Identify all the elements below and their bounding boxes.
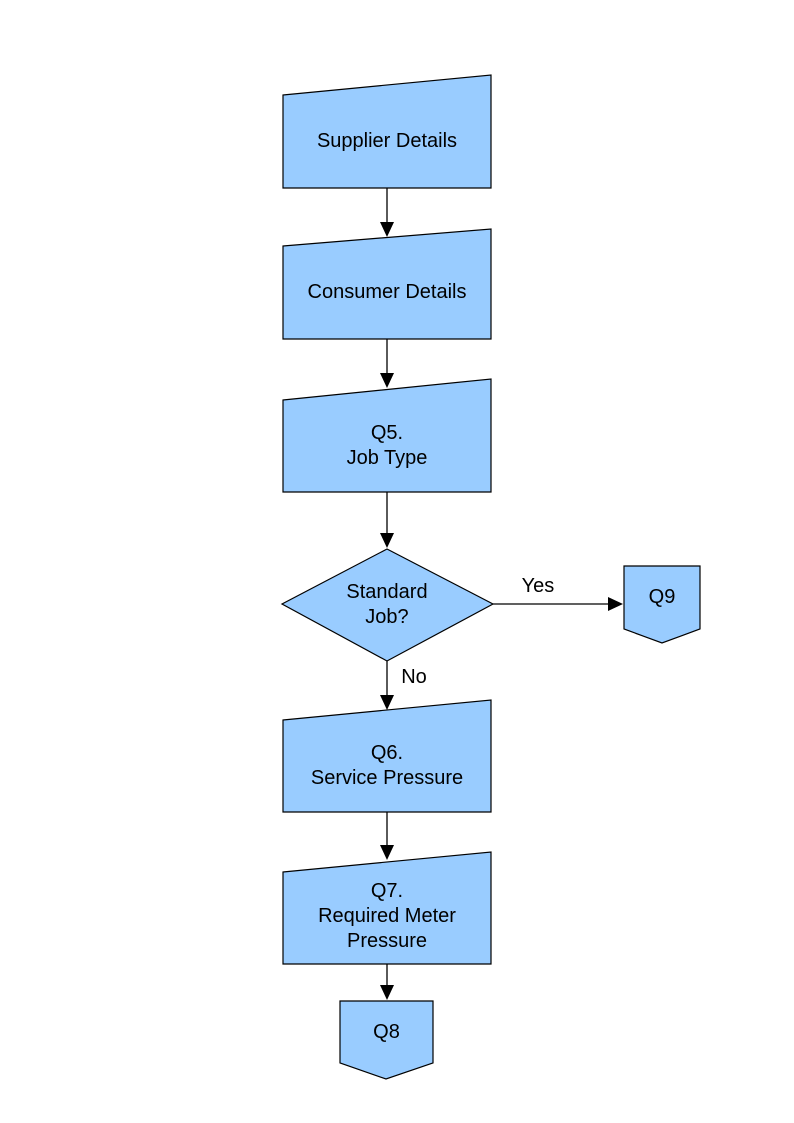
q5-job-type-node <box>282 378 492 493</box>
consumer-details-node <box>282 228 492 340</box>
q9-offpage-connector-node <box>623 565 701 644</box>
q6-service-pressure-node <box>282 699 492 813</box>
q8-offpage-connector-node <box>339 1000 434 1080</box>
q7-required-meter-pressure-node <box>282 851 492 965</box>
arrowhead-to-decision-icon <box>380 533 394 548</box>
arrowhead-to-q7-icon <box>380 845 394 860</box>
arrowhead-to-q6-icon <box>380 695 394 710</box>
arrowhead-to-q9-icon <box>608 597 623 611</box>
supplier-details-node <box>282 74 492 189</box>
arrowhead-to-q8-icon <box>380 985 394 1000</box>
arrowhead-to-q5-icon <box>380 373 394 388</box>
arrowhead-to-consumer-icon <box>380 222 394 237</box>
standard-job-decision-node <box>280 548 495 662</box>
